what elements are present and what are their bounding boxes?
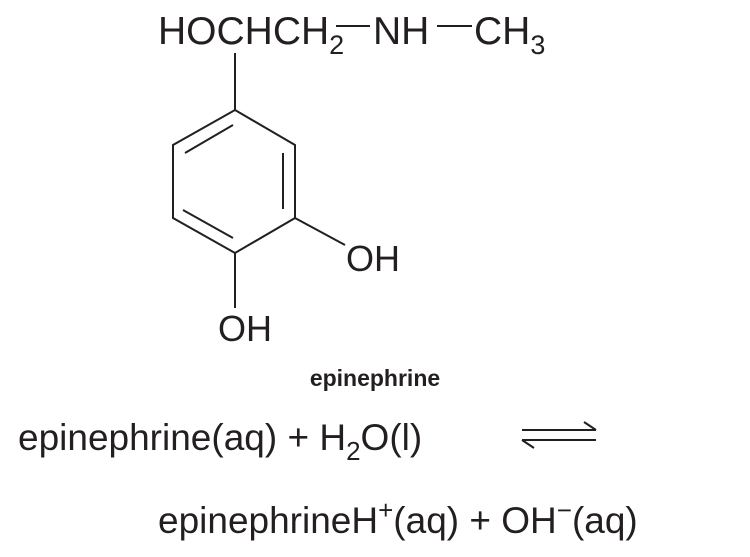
equation-reactants: epinephrine(aq) + H2O(l): [18, 417, 422, 466]
compound-name: epinephrine: [310, 365, 440, 391]
nh-group: NH: [373, 10, 429, 53]
ring-double-bond: [182, 209, 234, 239]
oh-para-label: OH: [218, 308, 272, 349]
equation-products: epinephrineH+(aq) + OH−(aq): [158, 495, 638, 541]
equilibrium-arrows-icon: [521, 421, 597, 449]
benzene-ring: [172, 108, 296, 255]
ring-double-bond: [184, 124, 234, 154]
oh-meta-bond: [294, 217, 346, 246]
methyl-group: CH3: [474, 10, 545, 60]
side-chain-formula: HOCHCH2: [158, 10, 344, 60]
oh-meta-label: OH: [346, 238, 400, 279]
